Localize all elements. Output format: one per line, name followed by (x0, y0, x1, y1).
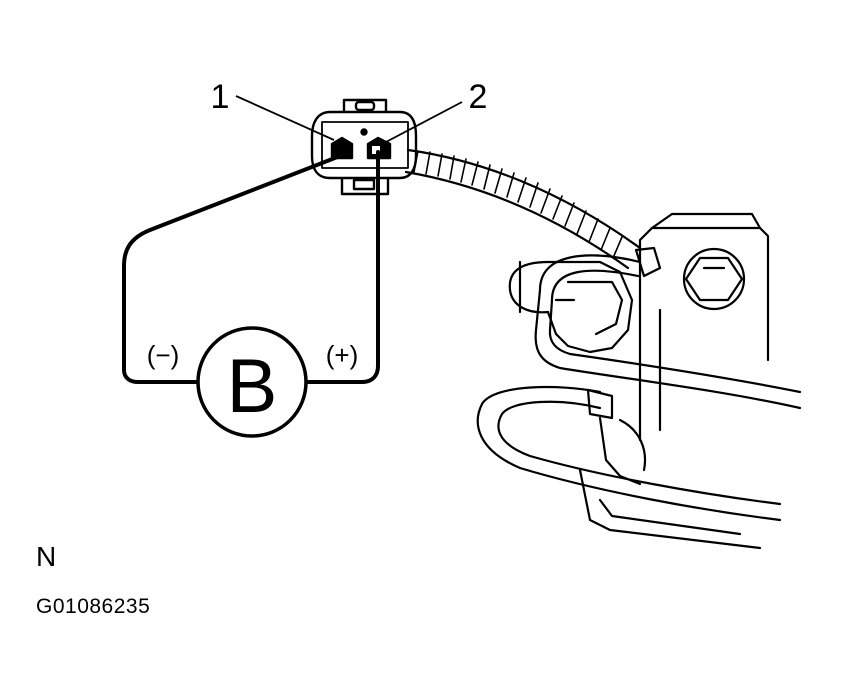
positive-lead (304, 150, 380, 384)
wire-harness (404, 148, 642, 270)
callout-leaders (235, 95, 463, 143)
connector (310, 98, 418, 196)
battery-positive-label: (+) (326, 340, 359, 370)
callout-1: 1 (211, 78, 230, 116)
figure-code: G01086235 (36, 595, 151, 618)
corner-letter: N (36, 541, 57, 572)
engine-component-drawing (476, 212, 802, 550)
terminal-1-pin (330, 136, 354, 160)
battery-symbol: B (−) (+) (147, 326, 359, 438)
bolt-head (682, 247, 746, 311)
negative-lead (122, 154, 342, 384)
battery-label: B (227, 344, 278, 429)
battery-negative-label: (−) (147, 340, 180, 370)
callout-2: 2 (469, 78, 488, 116)
test-leads (122, 150, 380, 384)
terminal-2-pin (366, 136, 392, 160)
